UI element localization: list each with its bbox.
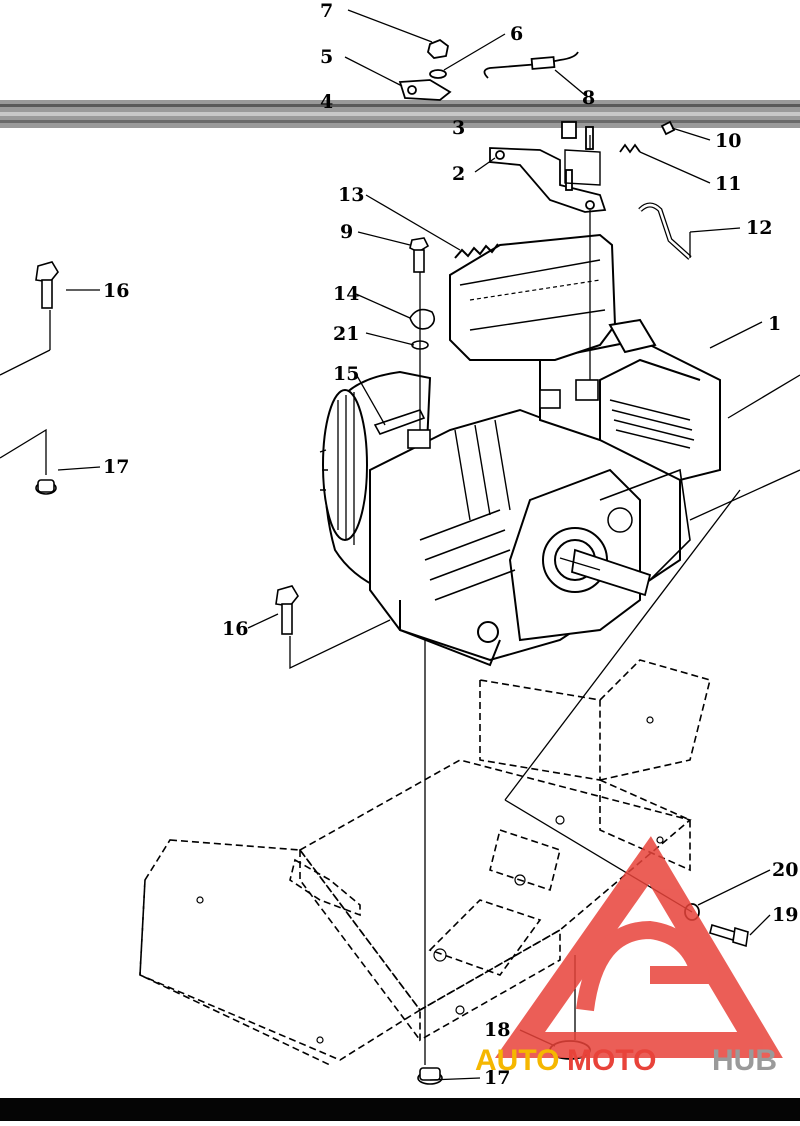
callout-9: 9 — [340, 221, 353, 243]
callout-1: 1 — [768, 313, 781, 335]
bolt-9 — [409, 237, 430, 273]
callout-21: 21 — [333, 323, 359, 345]
watermark-triangle-icon — [494, 836, 783, 1058]
callout-18: 18 — [484, 1019, 510, 1041]
watermark-text-auto: AUTO — [475, 1044, 559, 1077]
flange-nut-17-upper — [35, 479, 57, 495]
governor-bracket-parts — [398, 38, 676, 213]
callout-17-lower: 17 — [484, 1067, 510, 1089]
lockwasher-14 — [409, 308, 436, 330]
callout-2: 2 — [452, 163, 465, 185]
watermark-logo — [494, 836, 783, 1058]
callout-labels: 1 2 3 4 5 6 7 8 9 10 11 12 13 14 15 16 1… — [103, 0, 798, 1089]
watermark-text-moto: MOTO — [567, 1044, 656, 1077]
callout-5: 5 — [320, 46, 333, 68]
chassis-holes — [196, 716, 664, 1044]
callout-4: 4 — [320, 91, 333, 113]
engine-assembly — [319, 233, 721, 667]
callout-16-lower: 16 — [222, 618, 248, 640]
bolt-16-lower — [275, 585, 299, 635]
spring-13 — [454, 243, 499, 259]
callout-10: 10 — [715, 130, 741, 152]
callout-6: 6 — [510, 23, 523, 45]
callout-16-upper: 16 — [103, 280, 129, 302]
callout-13: 13 — [338, 184, 364, 206]
footer-bar — [0, 1098, 800, 1121]
scan-noise-band — [0, 100, 800, 128]
key-15 — [373, 409, 426, 435]
flywheel-screen — [337, 392, 355, 545]
callout-19: 19 — [772, 904, 798, 926]
callout-3: 3 — [452, 117, 465, 139]
bolt-19 — [709, 923, 749, 948]
callout-12: 12 — [746, 217, 772, 239]
callout-15: 15 — [333, 363, 359, 385]
flange-nut-17-lower — [417, 1067, 443, 1085]
callout-14: 14 — [333, 283, 359, 305]
bolt-16-upper — [35, 261, 59, 309]
callout-11: 11 — [715, 173, 741, 195]
callout-8: 8 — [582, 87, 595, 109]
callout-20: 20 — [772, 859, 798, 881]
watermark-text-hub: HUB — [712, 1044, 777, 1077]
callout-17-upper: 17 — [103, 456, 129, 478]
callout-7: 7 — [320, 0, 333, 22]
